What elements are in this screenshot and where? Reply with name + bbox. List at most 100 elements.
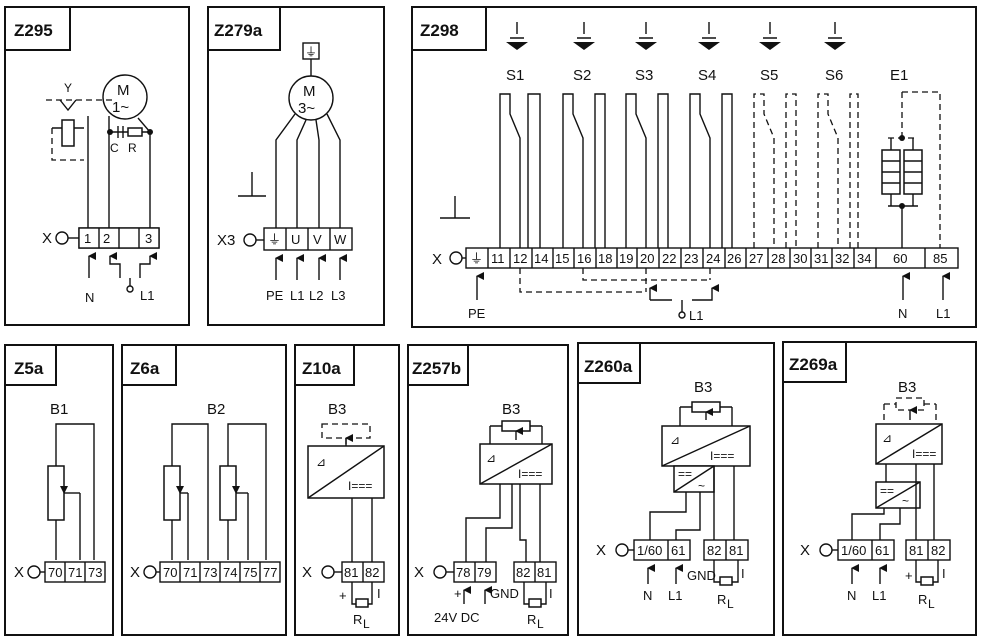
terminal: 15 [555, 251, 569, 266]
svg-text:==: == [678, 467, 692, 481]
device-label: S3 [635, 67, 653, 84]
connector-symbol [433, 565, 447, 579]
terminal: 18 [598, 251, 612, 266]
terminal: 60 [893, 251, 907, 266]
terminal: 71 [183, 565, 197, 580]
svg-text:~: ~ [698, 479, 705, 493]
terminal: 11 [491, 251, 505, 266]
device-sub-label: 3~ [298, 100, 315, 117]
terminal: 82 [365, 565, 379, 580]
connector-label: X [302, 564, 312, 581]
terminal: 82 [931, 543, 945, 558]
current-label: I [377, 586, 381, 601]
supply-voltage-label: 24V DC [434, 610, 480, 625]
device-label: S1 [506, 67, 524, 84]
diagram-z6a: Z6a B2 X 70 71 73 74 75 77 [121, 344, 287, 636]
connector-label: X [414, 564, 424, 581]
diagram-title: Z10a [302, 359, 341, 378]
potentiometer-symbol [691, 401, 721, 413]
device-label: M [303, 83, 316, 100]
device-label: B3 [502, 401, 520, 418]
terminal: W [334, 232, 347, 247]
svg-text:⊿: ⊿ [670, 433, 680, 447]
terminal: 26 [727, 251, 741, 266]
resistor-label-r: R [128, 141, 137, 155]
supply-label: L1 [689, 308, 703, 323]
current-label: I [549, 586, 553, 601]
terminal: ⏚ [268, 232, 281, 247]
supply-label: L1 [936, 306, 950, 321]
terminal-strip [44, 561, 106, 583]
motor-symbol [288, 75, 334, 121]
terminal: 30 [793, 251, 807, 266]
diagram-title: Z279a [214, 21, 263, 40]
device-sub-label: 1~ [112, 99, 129, 116]
terminal: 81 [537, 565, 551, 580]
connector-label: X [130, 564, 140, 581]
supply-label: PE [468, 306, 486, 321]
connector-label: X [14, 564, 24, 581]
terminal: 3 [145, 231, 152, 246]
terminal: 82 [707, 543, 721, 558]
device-label: M [117, 82, 130, 99]
device-label: S2 [573, 67, 591, 84]
connector-symbol [27, 565, 41, 579]
terminal: 81 [344, 565, 358, 580]
diagram-z260a: Z260a B3 ⊿ I=== == ~ X 1/60 61 82 81 N L… [577, 342, 775, 636]
supply-label: L1 [872, 588, 886, 603]
diagram-frame [294, 344, 400, 636]
diagram-frame [121, 344, 287, 636]
connector-label: X [800, 542, 810, 559]
svg-text:⏚: ⏚ [305, 45, 317, 59]
svg-text:==: == [880, 484, 894, 498]
terminal: 28 [771, 251, 785, 266]
potentiometer-symbol [47, 465, 65, 521]
diagram-z257b: Z257b B3 ⊿ I=== X 78 79 82 81 + GND 24V … [407, 344, 569, 636]
device-label: B2 [207, 401, 225, 418]
svg-text:⊿: ⊿ [316, 455, 326, 469]
terminal: U [291, 232, 300, 247]
terminal: 1/60 [637, 543, 662, 558]
terminal: 75 [243, 565, 257, 580]
potentiometer-symbol [163, 465, 181, 521]
supply-label: N [643, 588, 652, 603]
load-subscript: L [363, 617, 370, 631]
terminal: 74 [223, 565, 237, 580]
supply-label: N [898, 306, 907, 321]
load-subscript: L [928, 597, 935, 611]
connector-symbol [449, 251, 463, 265]
terminal: 14 [534, 251, 548, 266]
capacitor-label-c: C [110, 141, 119, 155]
connector-symbol [243, 233, 257, 247]
connector-symbol [819, 543, 833, 557]
diagram-z279a: Z279a ⏚ M 3~ X3 ⏚ U V W PE L1 L2 L3 [207, 6, 385, 326]
load-label: R [717, 592, 726, 607]
diagram-title: Z295 [14, 21, 53, 40]
terminal: 61 [875, 543, 889, 558]
load-label: R [353, 612, 362, 627]
connector-symbol [55, 231, 69, 245]
supply-label: N [847, 588, 856, 603]
diagram-z295: Z295 M 1~ Y C R X 1 2 3 N L1 [4, 6, 190, 326]
supply-label: L1 [140, 288, 154, 303]
connector-label: X [432, 251, 442, 268]
connector-label: X [596, 542, 606, 559]
terminal: 70 [163, 565, 177, 580]
terminal: 2 [103, 231, 110, 246]
terminal: 73 [203, 565, 217, 580]
diagram-z298: Z298 S1 S2 S3 S4 S5 S6 E1 X [411, 6, 977, 328]
diagram-frame [407, 344, 569, 636]
supply-label: PE [266, 288, 284, 303]
diagram-title: Z5a [14, 359, 44, 378]
terminal: 12 [513, 251, 527, 266]
connector-symbol [615, 543, 629, 557]
device-label: B3 [898, 379, 916, 396]
load-subscript: L [537, 617, 544, 631]
supply-label: L2 [309, 288, 323, 303]
diagram-title: Z269a [789, 355, 838, 374]
terminal: 81 [909, 543, 923, 558]
switch-contacts [499, 93, 859, 248]
terminal: 85 [933, 251, 947, 266]
svg-text:~: ~ [902, 494, 909, 508]
connector-symbol [143, 565, 157, 579]
